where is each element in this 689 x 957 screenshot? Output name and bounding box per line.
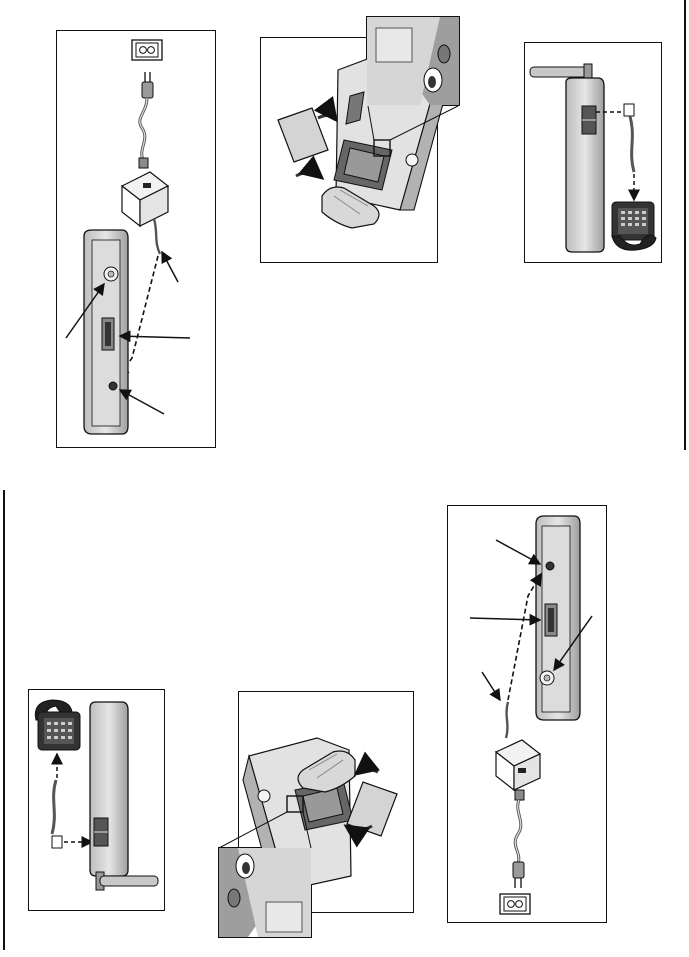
phone-line-connection-bottom [35,700,158,890]
wall-outlet-icon [500,894,530,914]
wall-outlet-icon [132,40,162,60]
power-connection-bottom [470,516,592,914]
phone-line-connection-top [530,64,656,252]
ac-adapter-icon [122,172,168,226]
battery-door-icon [347,782,397,836]
base-unit-side-top [84,230,128,434]
phone-cord-icon [52,780,62,848]
base-unit-side-bottom [536,516,580,720]
ac-adapter-icon [496,740,540,790]
telephone-icon [35,700,80,750]
phone-cord-icon [624,104,634,172]
telephone-icon [612,202,656,250]
battery-installation-bottom [219,738,397,937]
battery-zoom-detail-top [367,17,459,105]
battery-installation-top [278,17,459,228]
ac-plug-icon [142,72,153,98]
power-connection-top [66,40,190,434]
ac-plug-icon [513,862,524,888]
battery-zoom-detail-bottom [219,848,311,937]
